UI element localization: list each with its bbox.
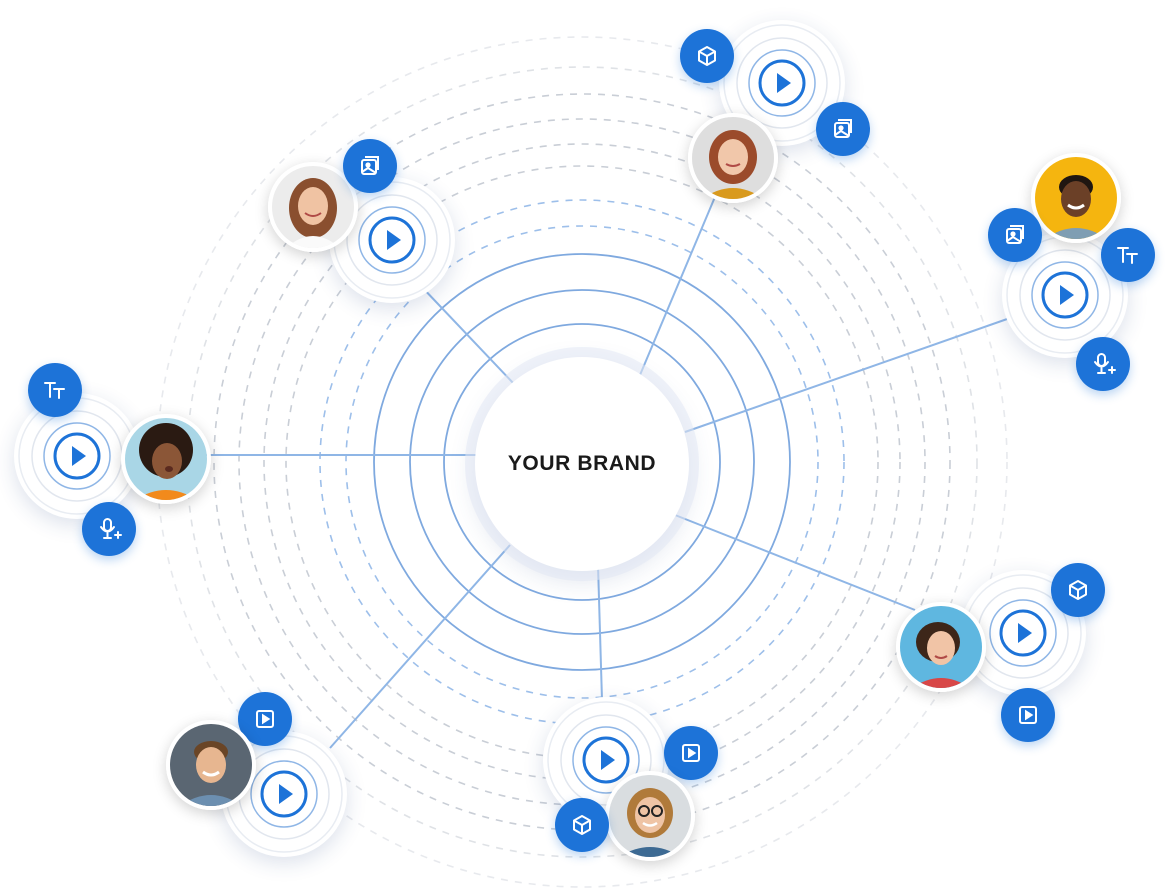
microphone-plus-icon[interactable] bbox=[82, 502, 136, 556]
avatar bbox=[268, 162, 358, 252]
video-icon[interactable] bbox=[664, 726, 718, 780]
play-icon[interactable] bbox=[999, 609, 1047, 657]
cube-icon[interactable] bbox=[555, 798, 609, 852]
video-icon[interactable] bbox=[1001, 688, 1055, 742]
avatar bbox=[605, 771, 695, 861]
microphone-plus-icon[interactable] bbox=[1076, 337, 1130, 391]
avatar bbox=[1031, 153, 1121, 243]
brand-label: YOUR BRAND bbox=[507, 452, 657, 475]
cube-icon[interactable] bbox=[680, 29, 734, 83]
text-icon[interactable] bbox=[1101, 228, 1155, 282]
avatar bbox=[896, 602, 986, 692]
image-gallery-icon[interactable] bbox=[988, 208, 1042, 262]
avatar bbox=[166, 720, 256, 810]
connector-lines bbox=[205, 184, 1011, 749]
text-icon[interactable] bbox=[28, 363, 82, 417]
play-icon[interactable] bbox=[368, 216, 416, 264]
play-icon[interactable] bbox=[758, 59, 806, 107]
play-icon[interactable] bbox=[260, 770, 308, 818]
play-icon[interactable] bbox=[582, 736, 630, 784]
avatar bbox=[688, 113, 778, 203]
avatar bbox=[121, 414, 211, 504]
brand-center: YOUR BRAND bbox=[475, 357, 689, 571]
play-icon[interactable] bbox=[53, 432, 101, 480]
hub-left bbox=[14, 393, 140, 519]
image-gallery-icon[interactable] bbox=[816, 102, 870, 156]
image-gallery-icon[interactable] bbox=[343, 139, 397, 193]
cube-icon[interactable] bbox=[1051, 563, 1105, 617]
play-icon[interactable] bbox=[1041, 271, 1089, 319]
